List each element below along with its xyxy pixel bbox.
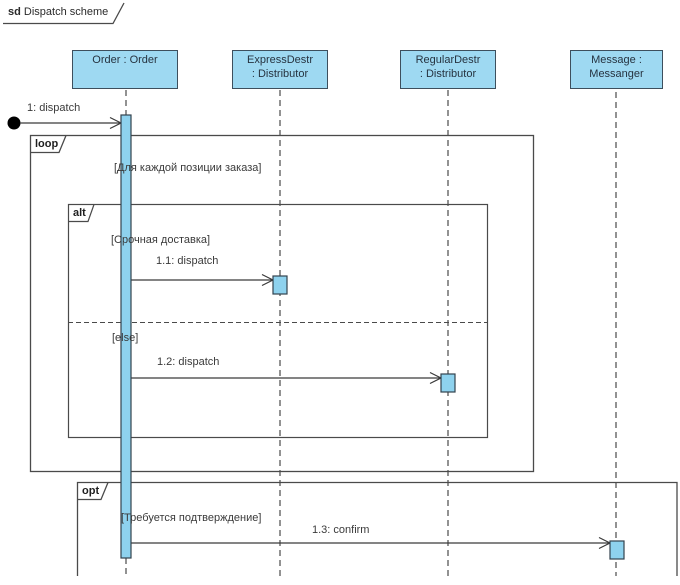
- activation-message[interactable]: [609, 540, 625, 560]
- opt-fragment-frame[interactable]: [76, 481, 678, 577]
- lifeline-label-line1: RegularDestr: [415, 54, 481, 66]
- alt-guard-label: [Срочная доставка]: [111, 234, 211, 246]
- lifeline-head-regular[interactable]: RegularDestr : Distributor: [400, 50, 496, 89]
- message-1-1-label: 1.1: dispatch: [156, 255, 219, 267]
- found-message-circle[interactable]: [7, 116, 21, 130]
- frame-title-tab: sd Dispatch scheme: [8, 6, 108, 18]
- alt-else-label: [else]: [112, 332, 139, 344]
- frame-title: Dispatch scheme: [23, 6, 109, 18]
- activation-express[interactable]: [272, 275, 288, 295]
- activation-order[interactable]: [120, 114, 132, 559]
- loop-guard-label: [Для каждой позиции заказа]: [114, 162, 262, 174]
- loop-fragment-frame[interactable]: [29, 134, 535, 473]
- lifeline-head-message[interactable]: Message : Messanger: [570, 50, 663, 89]
- loop-tab-outline: [30, 135, 67, 154]
- lifeline-label-line1: Order : Order: [92, 54, 158, 66]
- opt-operator-label: opt: [82, 485, 100, 497]
- alt-fragment-frame[interactable]: [67, 203, 489, 439]
- loop-operator-label: loop: [35, 138, 59, 150]
- lifeline-label-line2: Messanger: [589, 67, 644, 80]
- sd-frame-tab-outline: [3, 2, 125, 25]
- frame-keyword: sd: [8, 6, 21, 18]
- message-1-2-label: 1.2: dispatch: [157, 356, 220, 368]
- message-1-3-label: 1.3: confirm: [312, 524, 370, 536]
- message-1-label: 1: dispatch: [27, 102, 81, 114]
- lifeline-head-order[interactable]: Order : Order: [72, 50, 178, 89]
- lifeline-head-express[interactable]: ExpressDestr : Distributor: [232, 50, 328, 89]
- alt-tab-outline: [68, 204, 95, 223]
- opt-tab-outline: [77, 482, 109, 501]
- lifeline-label-line2: : Distributor: [251, 67, 309, 80]
- lifeline-label-line2: : Distributor: [419, 67, 477, 80]
- lifeline-label-line1: Message :: [591, 54, 642, 66]
- activation-regular[interactable]: [440, 373, 456, 393]
- lifeline-label-line1: ExpressDestr: [246, 54, 314, 66]
- opt-guard-label: [Требуется подтверждение]: [121, 512, 262, 524]
- alt-operator-label: alt: [73, 207, 86, 219]
